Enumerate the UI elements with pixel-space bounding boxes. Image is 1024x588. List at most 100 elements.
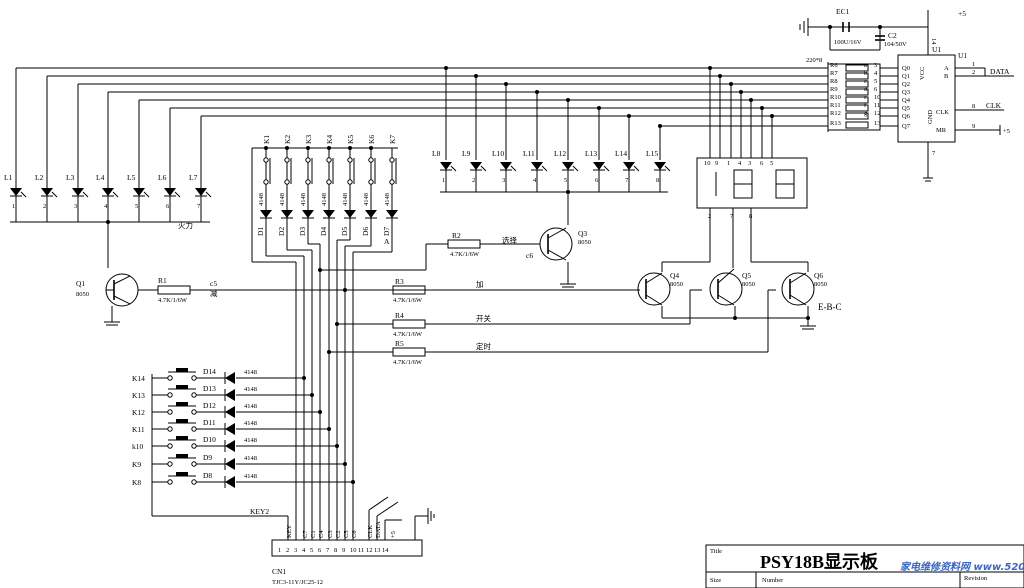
kaiguan-label: 开关: [476, 313, 491, 323]
led-l1: [10, 188, 22, 197]
jia-label: 加: [476, 279, 484, 289]
page-title: PSY18B显示板: [760, 551, 879, 572]
led-label-l3: L3: [66, 173, 75, 182]
cn1-label-0: KEY: [286, 524, 293, 538]
diode-label-d13: D13: [203, 384, 216, 393]
diode-label-d8: D8: [203, 471, 212, 480]
disp-pin-3: 4: [738, 160, 742, 167]
led-label-l15: L15: [646, 149, 658, 158]
seven-segment-display: [696, 157, 808, 209]
c6-label: c6: [526, 251, 533, 260]
cn1-pin-1: 1: [278, 547, 281, 554]
led-l12: [562, 162, 574, 171]
r5-value: 4.7K/1/6W: [393, 359, 423, 366]
key-label-k1: K1: [262, 135, 271, 144]
diode-d13: [224, 389, 235, 401]
led-l6: [164, 188, 176, 197]
res-label-r13: R13: [830, 120, 841, 127]
diode-label-d4: D4: [319, 227, 328, 236]
seg-letter-c: c: [864, 78, 867, 85]
u1-in-b: B: [944, 73, 949, 80]
title-field-label: Title: [710, 548, 722, 555]
watermark-text: 家电维修资料网 www.520101.com: [900, 561, 1024, 573]
r3-label: R3: [395, 277, 404, 286]
diode-part-4: 4148: [321, 193, 328, 206]
resistor-r5: [392, 347, 426, 357]
seg-pin-1: 4: [874, 70, 878, 77]
disp-pin-6: 5: [770, 160, 773, 167]
net-clk: CLK: [986, 101, 1002, 110]
key-label-k12: K12: [132, 408, 145, 417]
cn1-pin-5: 5: [310, 547, 313, 554]
led-l13: [593, 162, 605, 171]
key-label-k13: K13: [132, 391, 145, 400]
q6-label: Q6: [814, 271, 823, 280]
xuanze-label: 选择: [502, 235, 517, 245]
cn1-label-6: C5: [343, 530, 350, 538]
cn1-pin-2: 2: [286, 547, 289, 554]
diode-label-d3: D3: [298, 227, 307, 236]
cn1-pin-6: 6: [318, 547, 322, 554]
r2-value: 4.7K/1/6W: [450, 251, 480, 258]
cn1-pin-14: 14: [382, 547, 389, 554]
led-pin-l2: 2: [43, 203, 46, 210]
r1-label: R1: [158, 276, 167, 285]
transistor-q5: [709, 268, 743, 306]
cn1-pin-4: 4: [302, 547, 306, 554]
r3-value: 4.7K/1/6W: [393, 297, 423, 304]
huoli-label: 火力: [178, 220, 193, 230]
u1-out-q1: Q1: [902, 73, 910, 80]
seg-pin-6: 12: [874, 110, 881, 117]
seg-pin-7: 13: [874, 120, 881, 127]
resistor-network: [827, 63, 881, 131]
led-l2: [41, 188, 53, 197]
seg-letter-g: g: [864, 110, 868, 117]
res-label-r10: R10: [830, 94, 841, 101]
dingshi-label: 定时: [476, 341, 491, 351]
resistor-r3: [392, 285, 426, 295]
diode-d1: [260, 210, 272, 219]
u1-name: U1: [932, 45, 941, 54]
u1-out-q6: Q6: [902, 113, 911, 120]
led-pin-l5: 5: [135, 203, 138, 210]
q1-type: 8050: [76, 291, 89, 298]
u1-pin9: 9: [972, 123, 975, 130]
junction-dots: [106, 25, 882, 484]
led-label-l14: L14: [615, 149, 627, 158]
cn1-label-5: C2: [335, 530, 342, 538]
number-field-label: Number: [762, 577, 784, 584]
diode-d7: [386, 210, 398, 219]
diode-d14: [224, 372, 235, 384]
net-plus5: +5: [1003, 128, 1010, 135]
diode-d12: [224, 406, 235, 418]
res-label-r12: R12: [830, 110, 841, 117]
diode-label-d2: D2: [277, 227, 286, 236]
led-pin-l15: 8: [656, 177, 659, 184]
key-label-k8: K8: [132, 478, 141, 487]
led-l14: [623, 162, 635, 171]
led-label-l10: L10: [492, 149, 504, 158]
q4-label: Q4: [670, 271, 679, 280]
led-pin-l8: 1: [442, 177, 445, 184]
diode-part-left-5: 4148: [244, 437, 257, 444]
led-l5: [133, 188, 145, 197]
diode-part-left-3: 4148: [244, 403, 257, 410]
cn1-label-3: C4: [318, 530, 325, 538]
led-l15: [654, 162, 666, 171]
u1-pin14: 14: [930, 38, 937, 45]
diode-part-6: 4148: [363, 193, 370, 206]
net-data: DATA: [990, 67, 1010, 76]
c5-label: c5: [210, 279, 217, 288]
disp-pin-4: 3: [748, 160, 751, 167]
u1-out-q3: Q3: [902, 89, 910, 96]
diode-part-3: 4148: [300, 193, 307, 206]
led-pin-l14: 7: [625, 177, 629, 184]
led-pin-l7: 7: [197, 203, 201, 210]
led-l7: [195, 188, 207, 197]
res-label-r9: R9: [830, 86, 838, 93]
diode-d6: [365, 210, 377, 219]
res-label-r6: R6: [830, 62, 838, 69]
